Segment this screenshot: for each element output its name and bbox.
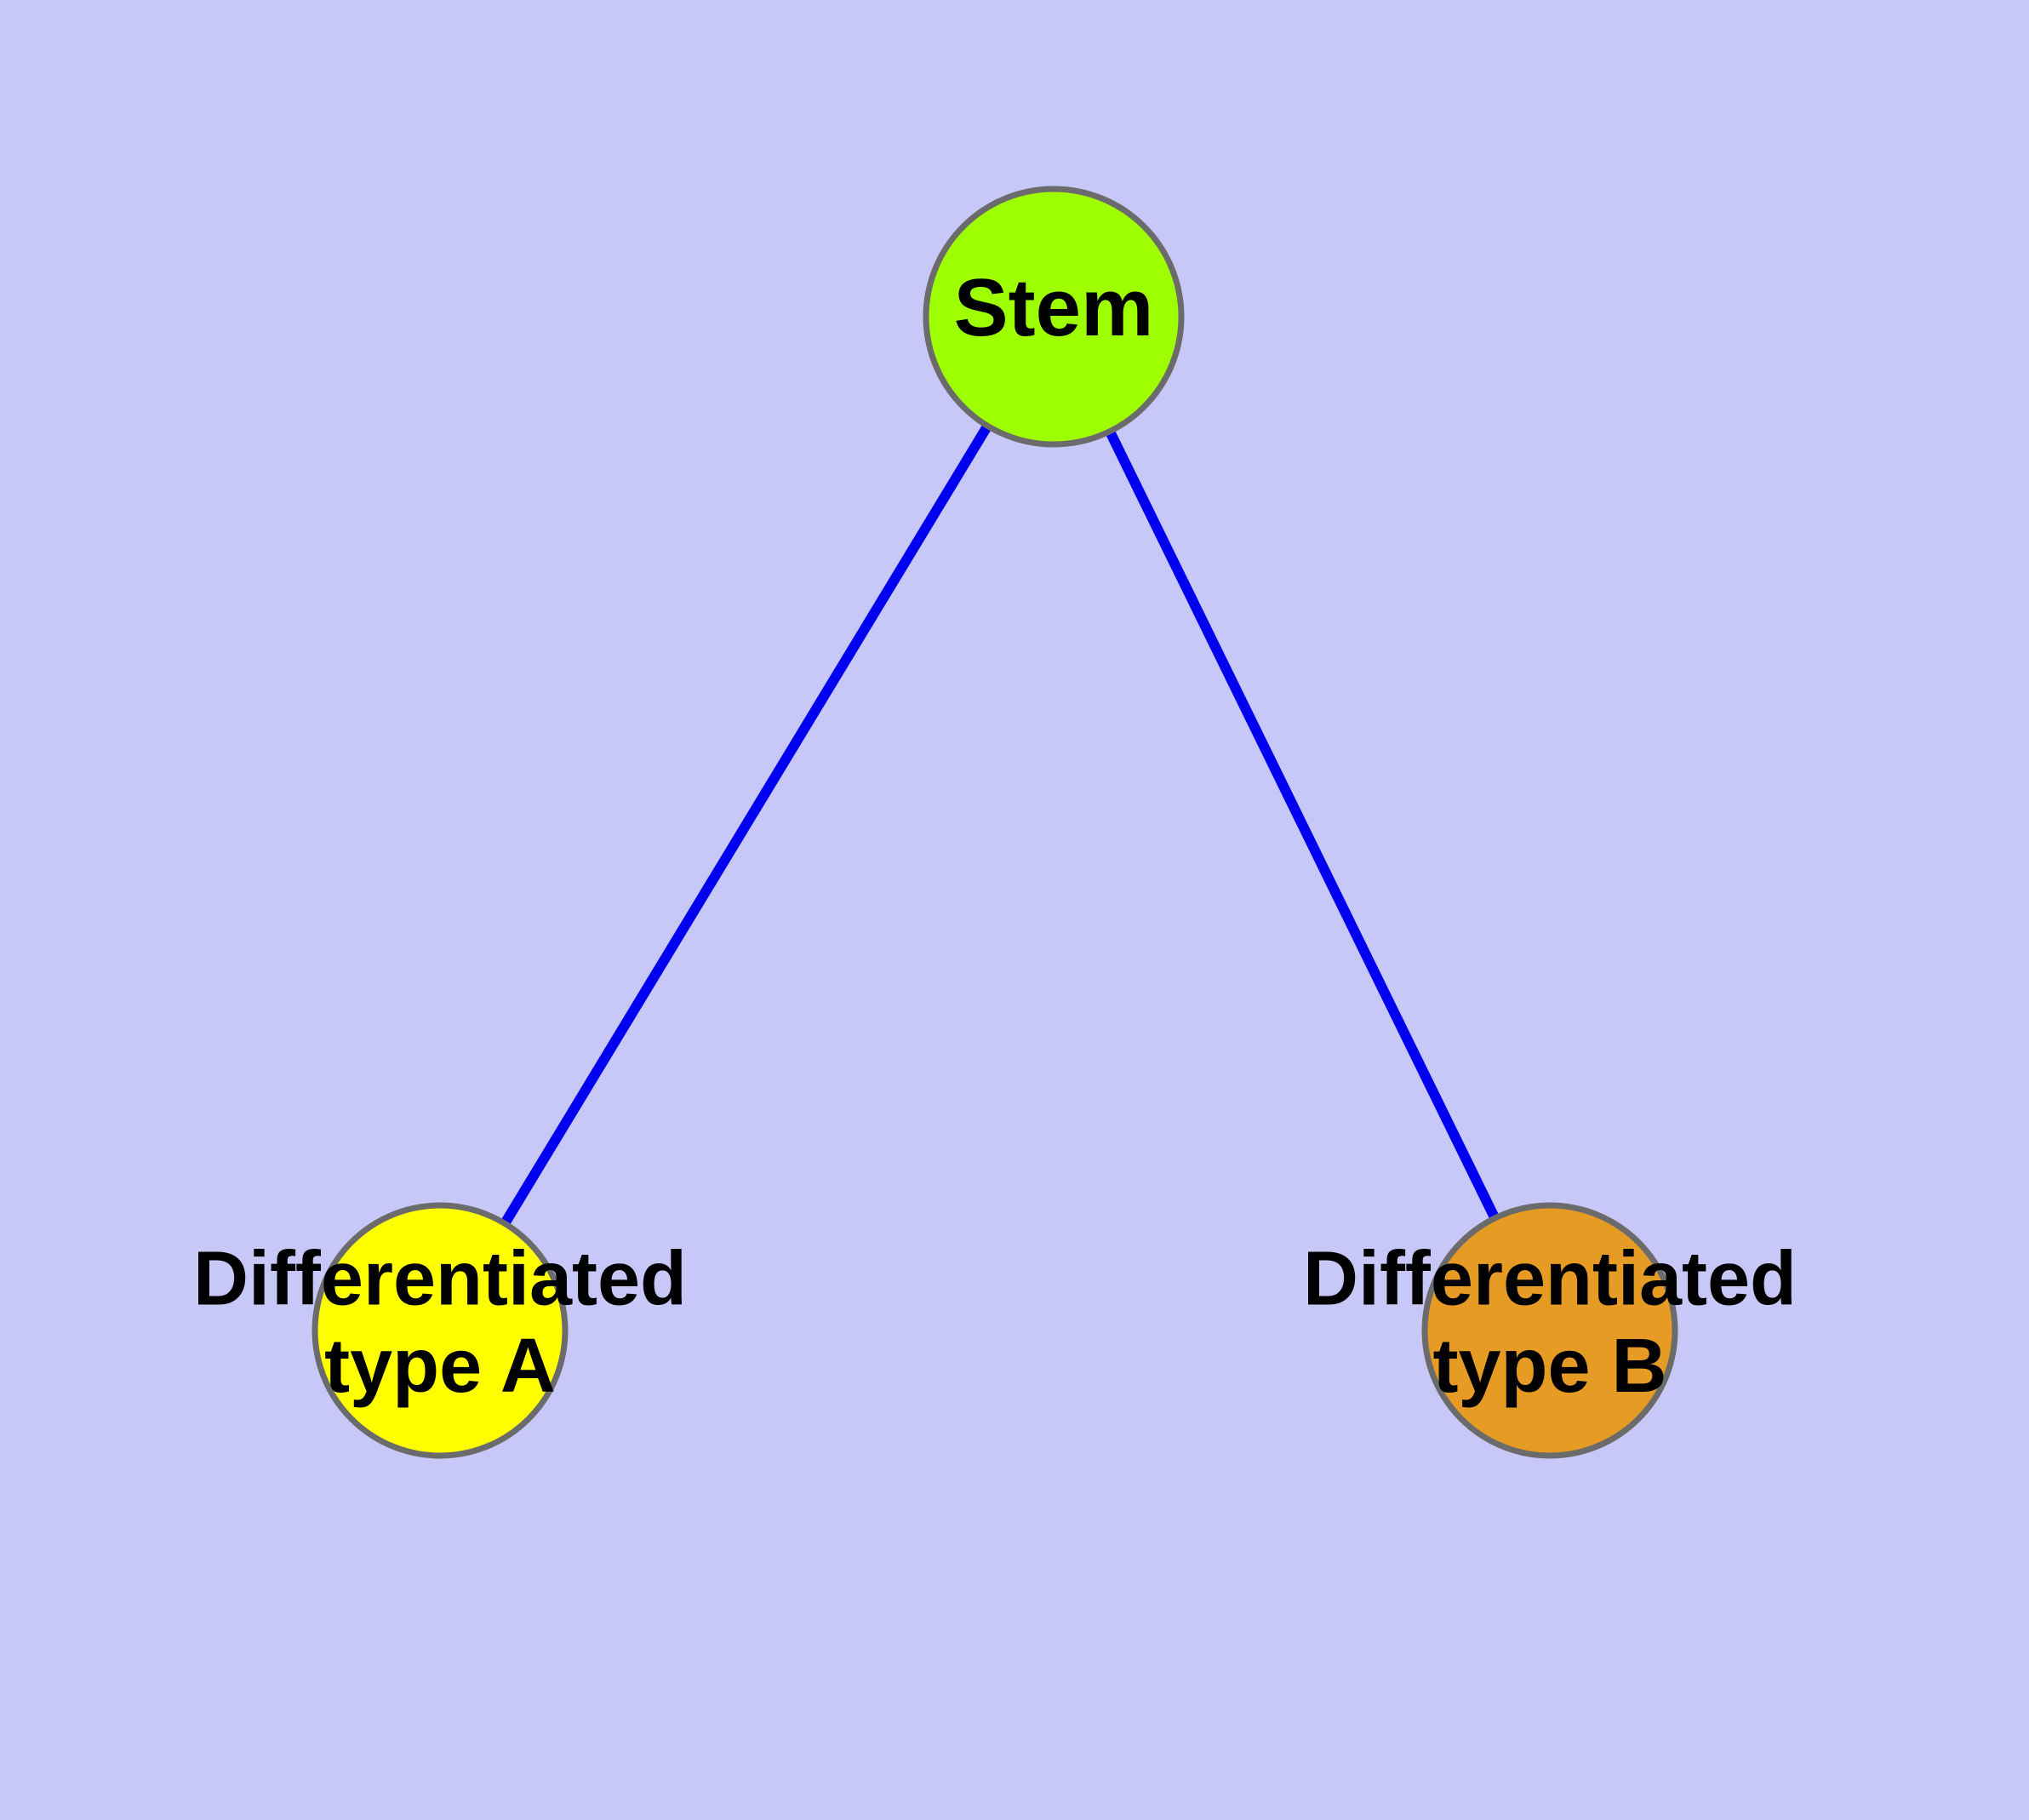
edge-stem-to-diff_a[interactable] [435,313,1059,1334]
node-label-stem: Stem [954,262,1154,353]
node-circle-diff_b[interactable] [1421,1202,1678,1459]
node-label-line: Differentiated [193,1236,687,1321]
node-circle-diff_a[interactable] [311,1202,569,1459]
node-label-line: Stem [954,262,1154,353]
edge-stem-to-diff_b[interactable] [1049,314,1555,1333]
node-label-line: type B [1432,1324,1666,1409]
edges-group [435,313,1555,1334]
node-circle-stem[interactable] [923,186,1185,448]
node-label-line: type A [324,1324,556,1409]
node-label-line: Differentiated [1303,1236,1797,1321]
nodes-group [311,186,1678,1459]
